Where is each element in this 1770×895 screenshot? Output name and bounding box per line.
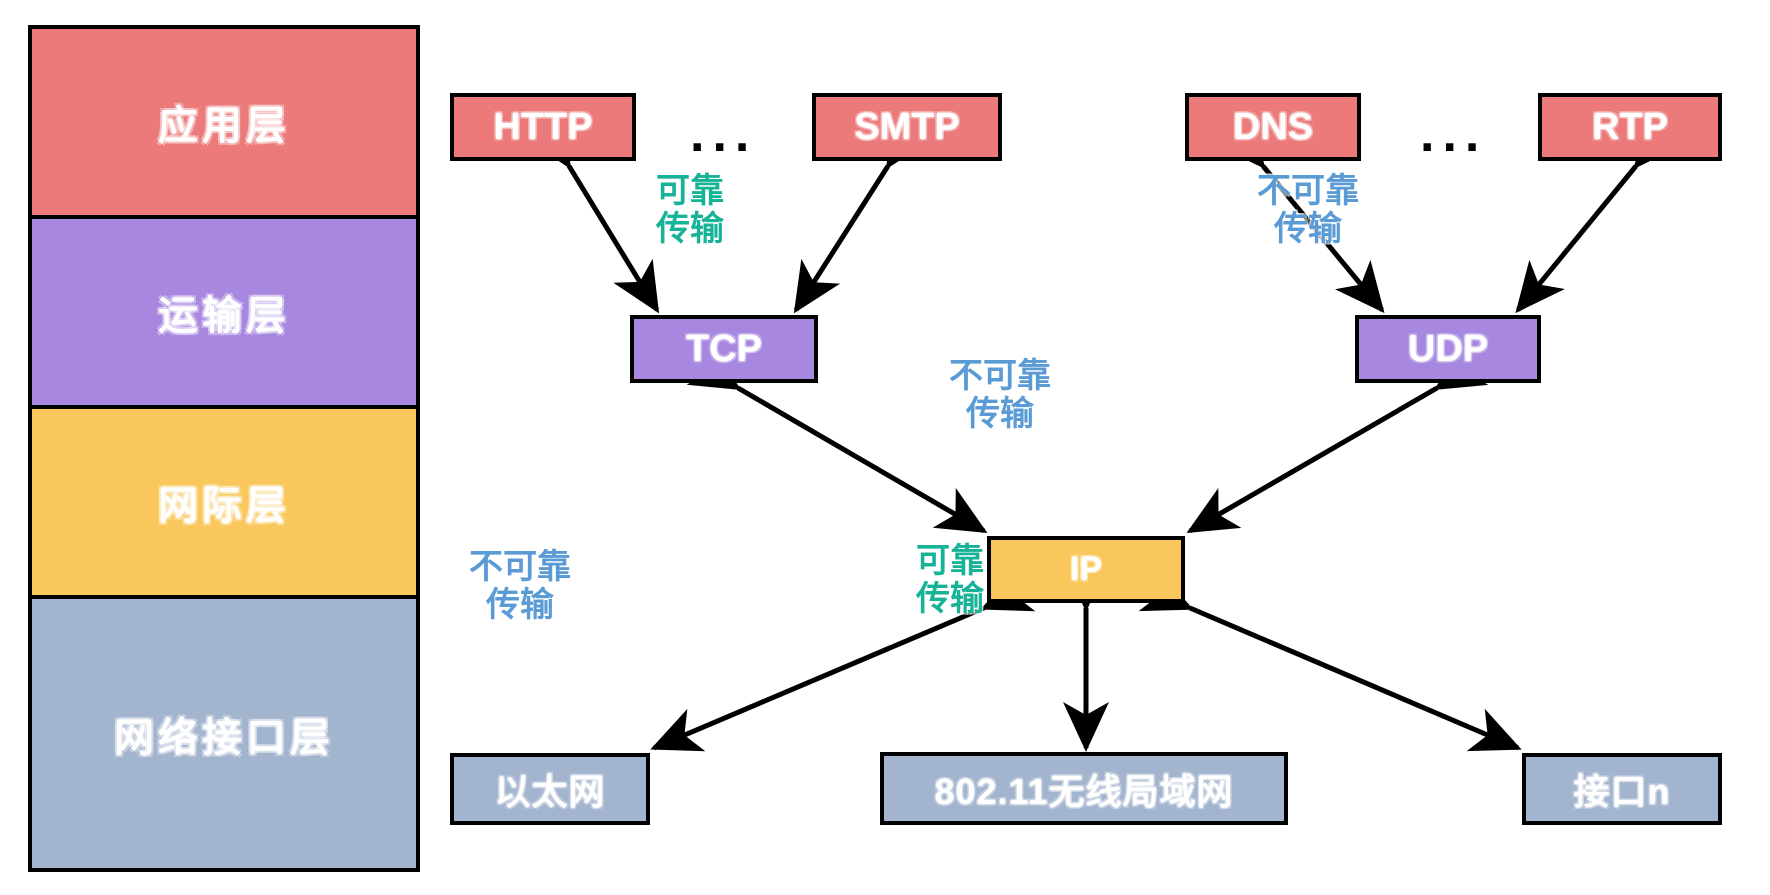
ellipsis-left: ... bbox=[690, 105, 758, 163]
layer-network-interface-label: 网络接口层 bbox=[114, 715, 334, 760]
label-eth-unreliable-line1: 不可靠 bbox=[469, 548, 571, 586]
node-http[interactable]: HTTP bbox=[450, 93, 636, 161]
node-smtp[interactable]: SMTP bbox=[812, 93, 1002, 161]
edge-tcp-smtp bbox=[793, 114, 933, 314]
ellipsis-right: ... bbox=[1420, 105, 1488, 163]
node-wlan-802-11[interactable]: 802.11无线局域网 bbox=[880, 752, 1288, 825]
node-http-label: HTTP bbox=[493, 105, 593, 148]
node-interface-n-label: 接口n bbox=[1573, 771, 1671, 812]
node-interface-n[interactable]: 接口n bbox=[1522, 753, 1722, 825]
label-udp-unreliable-transport: 不可靠 传输 bbox=[1213, 172, 1403, 248]
layer-transport-label: 运输层 bbox=[158, 294, 290, 338]
label-wlan-reliable-transport: 可靠 传输 bbox=[860, 542, 1040, 618]
node-dns-label: DNS bbox=[1232, 105, 1314, 148]
edge-ip-ethernet bbox=[650, 568, 1036, 752]
label-tcp-reliable-line2: 传输 bbox=[656, 210, 724, 249]
layer-network-interface[interactable]: 网络接口层 bbox=[32, 599, 416, 868]
label-tcp-reliable-transport: 可靠 传输 bbox=[600, 172, 780, 248]
node-ethernet[interactable]: 以太网 bbox=[450, 753, 650, 825]
label-ip-unreliable-transport: 不可靠 传输 bbox=[900, 357, 1100, 433]
label-wlan-reliable-line1: 可靠 bbox=[916, 542, 984, 580]
label-ip-unreliable-line1: 不可靠 bbox=[949, 357, 1051, 395]
label-ethernet-unreliable-transport: 不可靠 传输 bbox=[420, 548, 620, 624]
label-udp-unreliable-line1: 不可靠 bbox=[1257, 172, 1359, 210]
layer-stack: 应用层 运输层 网际层 网络接口层 bbox=[28, 25, 420, 872]
edge-ip-ifacen bbox=[1138, 568, 1522, 752]
edge-udp-rtp bbox=[1515, 115, 1683, 314]
node-rtp-label: RTP bbox=[1592, 105, 1668, 148]
node-udp[interactable]: UDP bbox=[1355, 315, 1541, 383]
layer-transport[interactable]: 运输层 bbox=[32, 219, 416, 409]
label-eth-unreliable-line2: 传输 bbox=[486, 586, 554, 625]
node-udp-label: UDP bbox=[1407, 327, 1489, 370]
label-tcp-reliable-line1: 可靠 bbox=[656, 172, 724, 210]
edge-ip-udp bbox=[1186, 345, 1489, 534]
label-udp-unreliable-line2: 传输 bbox=[1274, 210, 1342, 249]
layer-internet[interactable]: 网际层 bbox=[32, 409, 416, 599]
node-smtp-label: SMTP bbox=[854, 105, 960, 148]
node-wlan-802-11-label: 802.11无线局域网 bbox=[934, 770, 1234, 812]
layer-application-label: 应用层 bbox=[158, 104, 290, 148]
node-rtp[interactable]: RTP bbox=[1538, 93, 1722, 161]
label-ip-unreliable-line2: 传输 bbox=[966, 395, 1034, 434]
label-wlan-reliable-line2: 传输 bbox=[916, 580, 984, 619]
node-tcp[interactable]: TCP bbox=[630, 315, 818, 383]
node-tcp-label: TCP bbox=[686, 327, 762, 370]
layer-internet-label: 网际层 bbox=[158, 484, 290, 528]
layer-application[interactable]: 应用层 bbox=[32, 29, 416, 219]
node-ethernet-label: 以太网 bbox=[494, 771, 606, 812]
node-dns[interactable]: DNS bbox=[1185, 93, 1361, 161]
node-ip-label: IP bbox=[1069, 550, 1103, 588]
